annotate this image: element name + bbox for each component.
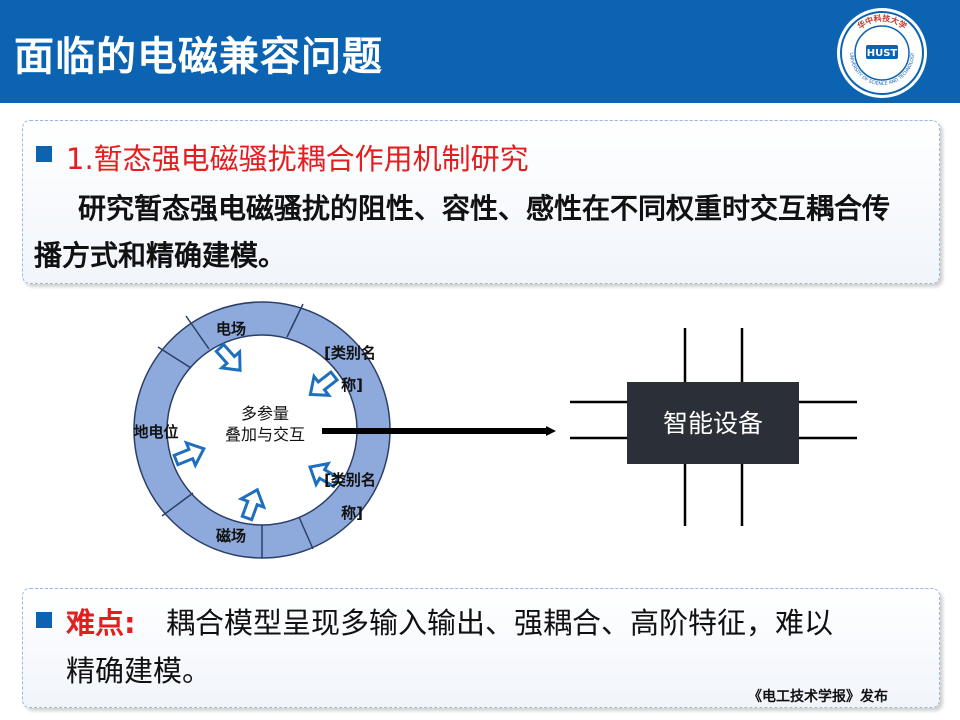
bullet-square-icon <box>36 612 52 628</box>
section1-body-line2: 播方式和精确建模。 <box>34 239 287 272</box>
label-category-1a: [类别名 <box>324 344 376 362</box>
field-arrow-icon <box>308 461 341 489</box>
field-arrow-icon <box>214 342 242 373</box>
label-magnetic-field: 磁场 <box>216 527 246 545</box>
seal-abbr: HUST <box>867 48 898 59</box>
difficulty-box <box>22 588 940 708</box>
bullet-square-icon <box>36 146 52 162</box>
smart-device-label: 智能设备 <box>663 409 763 438</box>
field-arrow-icon <box>237 487 267 522</box>
device-pins <box>570 328 857 526</box>
difficulty-text-line1: 耦合模型呈现多输入输出、强耦合、高阶特征，难以 <box>166 606 834 640</box>
difficulty-label: 难点: <box>66 606 136 640</box>
section1-body-line1: 研究暂态强电磁骚扰的阻性、容性、感性在不同权重时交互耦合传 <box>78 192 891 225</box>
publisher-credit: 《电工技术学报》发布 <box>748 689 888 705</box>
section1-heading: 1.暂态强电磁骚扰耦合作用机制研究 <box>66 142 529 176</box>
label-category-1b: 称] <box>341 376 363 394</box>
coupling-diagram: 电场 [类别名 称] 地电位 [类别名 称] 磁场 多参量 叠加与交互 智能设备 <box>133 301 857 559</box>
smart-device-box <box>627 382 799 464</box>
center-label-line2: 叠加与交互 <box>225 425 305 444</box>
field-arrow-icon <box>172 440 206 469</box>
research-box <box>22 120 940 284</box>
header-bar: 面临的电磁兼容问题 华中科技大学 UNIVERSITY OF SCIENCE A… <box>0 0 960 103</box>
difficulty-text-line2: 精确建模。 <box>66 654 212 688</box>
label-ground-potential: 地电位 <box>133 423 178 441</box>
center-label-line1: 多参量 <box>241 404 289 423</box>
field-arrow-icon <box>308 369 340 397</box>
label-electric-field: 电场 <box>216 320 246 338</box>
label-category-2b: 称] <box>341 504 363 522</box>
field-ring <box>133 301 391 559</box>
label-category-2a: [类别名 <box>324 471 376 489</box>
university-seal-icon: 华中科技大学 UNIVERSITY OF SCIENCE AND TECHNOL… <box>837 8 927 98</box>
page-title: 面临的电磁兼容问题 <box>14 34 383 80</box>
